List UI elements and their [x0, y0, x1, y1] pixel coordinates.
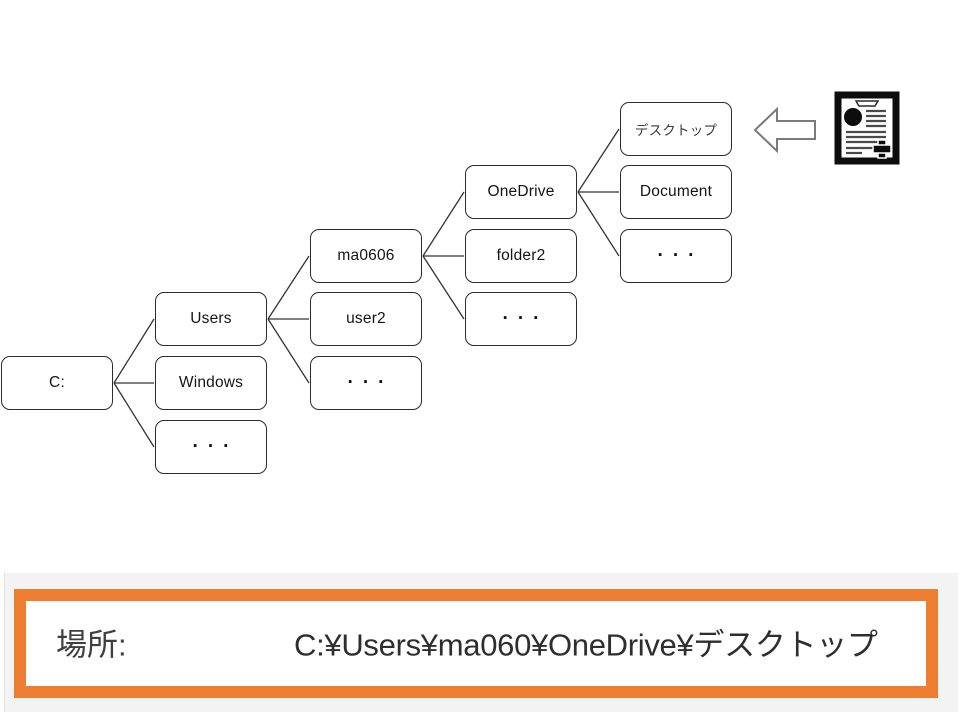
- location-label: 場所:: [56, 627, 127, 663]
- tree-node-onedrive: OneDrive: [465, 165, 577, 219]
- left-arrow-icon: [753, 107, 816, 153]
- tree-node-folder2: folder2: [465, 229, 577, 283]
- tree-node-ellipsis-onedrive: ···: [620, 229, 732, 283]
- folder-tree-diagram: C: Users Windows ··· ma0606 user2 ··· On…: [1, 91, 900, 474]
- location-path-value: C:¥Users¥ma060¥OneDrive¥デスクトップ: [294, 627, 878, 663]
- tree-node-ellipsis-ma0606: ···: [465, 292, 577, 346]
- plus-glyph: [872, 139, 892, 159]
- location-band: 場所: C:¥Users¥ma060¥OneDrive¥デスクトップ: [4, 573, 958, 712]
- tree-node-users: Users: [155, 292, 267, 346]
- tree-node-document: Document: [620, 165, 732, 219]
- location-highlight-box: 場所: C:¥Users¥ma060¥OneDrive¥デスクトップ: [14, 589, 938, 698]
- tree-node-user2: user2: [310, 292, 422, 346]
- tree-node-ellipsis-users: ···: [310, 356, 422, 410]
- tree-connectors: [113, 128, 620, 448]
- tree-node-c-drive: C:: [1, 356, 113, 410]
- tree-node-windows: Windows: [155, 356, 267, 410]
- tree-node-ma0606: ma0606: [310, 229, 422, 283]
- tree-node-ellipsis-drive: ···: [155, 420, 267, 474]
- document-plus-icon: [834, 91, 900, 165]
- tree-node-desktop: デスクトップ: [620, 102, 732, 156]
